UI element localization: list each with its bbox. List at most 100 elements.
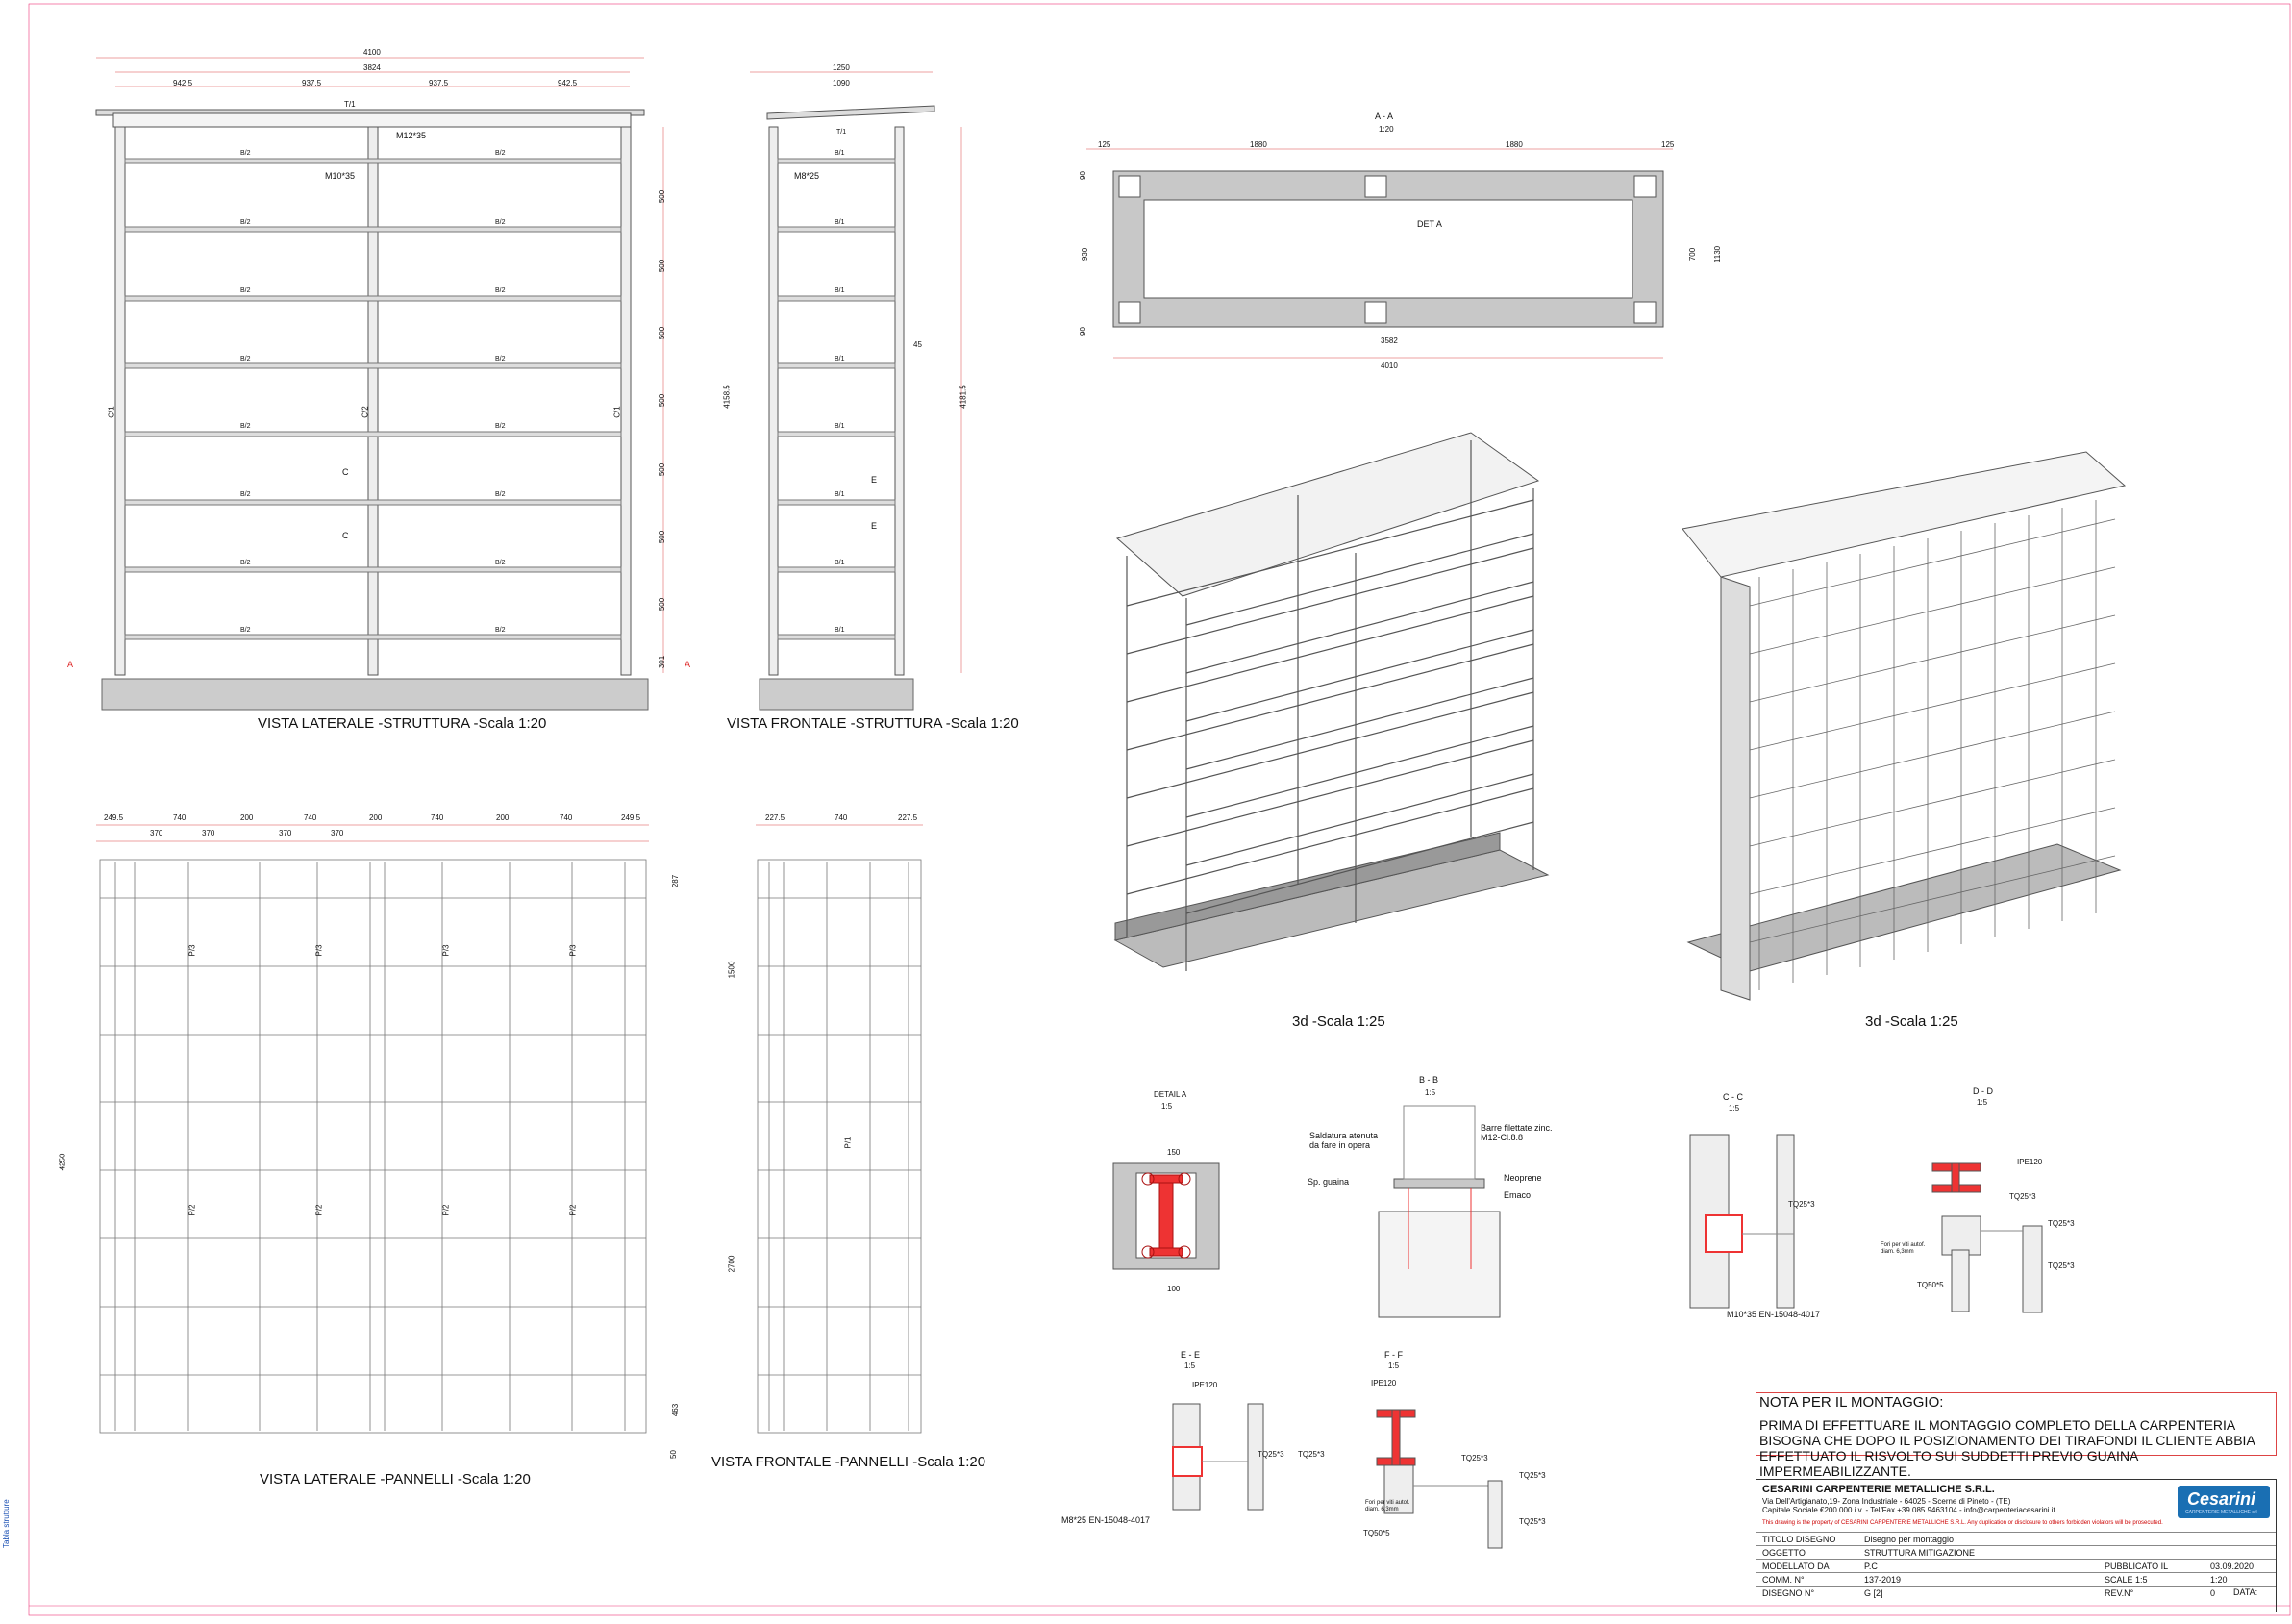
dim-front-panel-width: 740 <box>835 813 848 822</box>
assembly-note-box <box>1756 1392 2277 1456</box>
company-logo: Cesarini CARPENTERIE METALLICHE srl <box>2178 1486 2270 1518</box>
front-structure-title: VISTA FRONTALE -STRUTTURA -Scala 1:20 <box>727 715 1019 732</box>
profile-tag: TQ25*3 <box>1298 1450 1325 1459</box>
beam-tag: B/1 <box>835 356 845 362</box>
detail-a-label: DETAIL A <box>1154 1090 1187 1099</box>
panel-tag: P/2 <box>441 1204 451 1216</box>
panel-tag: P/2 <box>568 1204 578 1216</box>
row-value-2: 03.09.2020 <box>2210 1562 2255 1571</box>
dim-aa-offset: 90 <box>1078 327 1087 336</box>
section-cc-label: C - C <box>1723 1092 1743 1102</box>
row-value-2: 0 <box>2210 1588 2216 1598</box>
section-marker-c: C <box>342 467 349 477</box>
dim-panel-gap: 200 <box>369 813 383 822</box>
dim-panel-bottom: 463 <box>671 1403 681 1417</box>
section-bb-label: B - B <box>1419 1075 1439 1085</box>
section-aa-plan <box>1086 148 1673 359</box>
dim-45: 45 <box>913 340 922 349</box>
row-value: STRUTTURA MITIGAZIONE <box>1864 1548 1976 1558</box>
profile-tag: TQ25*3 <box>1519 1517 1546 1526</box>
bolt-m8: M8*25 <box>794 171 820 181</box>
title-row: DISEGNO N° G [2] REV.N° 0 <box>1756 1586 2276 1600</box>
beam-tag: B/2 <box>495 491 506 498</box>
dim-total-width: 4100 <box>363 48 381 57</box>
beam-tag: B/2 <box>240 287 251 294</box>
section-ee-label: E - E <box>1181 1350 1201 1360</box>
dim-level: 500 <box>658 462 667 477</box>
date-cell: DATA: <box>2228 1586 2276 1599</box>
dim-front-height: 4158.5 <box>722 385 732 409</box>
contacts-line: Capitale Sociale €200.000 i.v. - Tel/Fax… <box>1762 1506 2055 1514</box>
dim-inner-width: 3824 <box>363 63 381 72</box>
dim-front-panel-edge: 227.5 <box>898 813 918 822</box>
profile-ipe: IPE120 <box>2017 1158 2043 1166</box>
dim-half-panel: 370 <box>279 829 292 837</box>
section-bb-scale: 1:5 <box>1425 1088 1436 1097</box>
panel-tag: P/2 <box>187 1204 197 1216</box>
dim-aa-span: 1880 <box>1250 140 1267 149</box>
dim-panel-width: 740 <box>304 813 317 822</box>
dim-panel-gap: 200 <box>496 813 510 822</box>
row-key: TITOLO DISEGNO <box>1762 1535 1836 1544</box>
bolt-m12: M12*35 <box>396 131 427 140</box>
column-tag: C/1 <box>107 406 116 418</box>
profile-ipe: IPE120 <box>1371 1379 1397 1387</box>
row-key: COMM. N° <box>1762 1575 1805 1585</box>
beam-tag: B/2 <box>240 627 251 634</box>
beam-tag: B/2 <box>240 356 251 362</box>
title-row: MODELLATO DA P.C PUBBLICATO IL 03.09.202… <box>1756 1559 2276 1573</box>
title-row: TITOLO DISEGNO Disegno per montaggio <box>1756 1532 2276 1546</box>
dim-plate-inner: 100 <box>1167 1285 1181 1293</box>
beam-tag: B/2 <box>240 491 251 498</box>
dim-base: 301 <box>658 655 667 669</box>
front-structure-view <box>750 71 962 711</box>
weld-note: Saldatura atenuta da fare in opera <box>1309 1131 1379 1150</box>
iso-view-b-title: 3d -Scala 1:25 <box>1865 1013 1958 1030</box>
dim-level: 500 <box>658 530 667 544</box>
tag-t1: T/1 <box>836 129 847 136</box>
dim-half-panel: 370 <box>150 829 163 837</box>
iso-structure-panels <box>1682 451 2127 1001</box>
beam-tag: B/2 <box>240 219 251 226</box>
hole-note: Fori per viti autof. diam. 6,3mm <box>1365 1500 1410 1512</box>
dim-panel-top: 287 <box>671 874 681 888</box>
title-block: CESARINI CARPENTERIE METALLICHE S.R.L. V… <box>1756 1479 2277 1612</box>
dim-bay-4: 942.5 <box>558 79 578 87</box>
iso-structure-skeleton <box>1113 432 1550 971</box>
assembly-note-heading: NOTA PER IL MONTAGGIO: <box>1759 1394 1944 1411</box>
rod-note: Barre filettate zinc. M12-Cl.8.8 <box>1481 1123 1553 1142</box>
section-cc-scale: 1:5 <box>1729 1104 1740 1112</box>
row-value: P.C <box>1864 1562 1878 1571</box>
lateral-panels-title: VISTA LATERALE -PANNELLI -Scala 1:20 <box>260 1471 531 1487</box>
profile-ipe: IPE120 <box>1192 1381 1218 1389</box>
beam-tag: B/1 <box>835 560 845 566</box>
row-value-2: 1:20 <box>2210 1575 2228 1585</box>
bolt-m10: M10*35 <box>325 171 356 181</box>
copyright-warning: This drawing is the property of CESARINI… <box>1762 1520 2163 1526</box>
assembly-note-body: PRIMA DI EFFETTUARE IL MONTAGGIO COMPLET… <box>1759 1417 2255 1479</box>
company-name: CESARINI CARPENTERIE METALLICHE S.R.L. <box>1762 1484 1995 1495</box>
side-tag: Tabla strutture <box>2 1499 11 1548</box>
dim-panel-width: 740 <box>560 813 573 822</box>
dim-plate-width: 150 <box>1167 1148 1181 1157</box>
profile-tag: TQ25*3 <box>2048 1219 2075 1228</box>
row-key: DISEGNO N° <box>1762 1588 1815 1598</box>
dim-level: 500 <box>658 326 667 340</box>
dim-aa-span: 1880 <box>1506 140 1523 149</box>
section-ff-scale: 1:5 <box>1388 1362 1400 1370</box>
panel-tag: P/1 <box>843 1137 853 1149</box>
section-marker-c: C <box>342 531 349 540</box>
hole-note: Fori per viti autof. diam. 6,3mm <box>1881 1242 1926 1255</box>
title-row: COMM. N° 137-2019 SCALE 1:5 1:20 <box>1756 1572 2276 1587</box>
row-key: MODELLATO DA <box>1762 1562 1830 1571</box>
tag-t1: T/1 <box>344 100 356 109</box>
dim-level: 500 <box>658 393 667 408</box>
profile-tag: TQ25*3 <box>1788 1200 1815 1209</box>
row-key-2: SCALE 1:5 <box>2105 1575 2148 1585</box>
dim-aa-offset: 90 <box>1078 171 1087 180</box>
beam-tag: B/2 <box>240 560 251 566</box>
column-tag: C/2 <box>361 406 370 418</box>
row-key-2: REV.N° <box>2105 1588 2134 1598</box>
beam-tag: B/2 <box>495 356 506 362</box>
